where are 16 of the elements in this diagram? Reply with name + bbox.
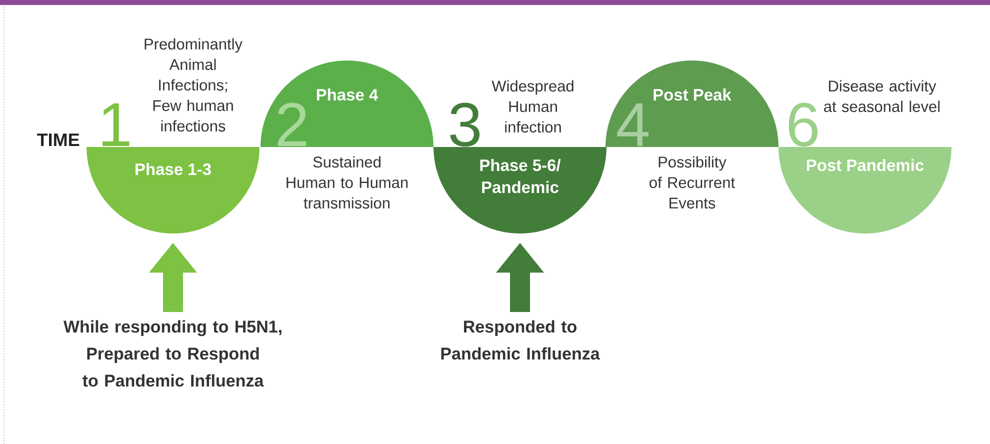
phase-semicircle: Post Pandemic: [778, 147, 952, 234]
axis-label: TIME: [37, 134, 80, 146]
phase-semicircle: 4 Post Peak: [606, 60, 778, 147]
phase-description: Possibility of Recurrent Events: [650, 156, 735, 209]
phase-description: Predominantly Animal Infections; Few human infections: [144, 38, 242, 132]
phase-semicircle: 2 Phase 4: [260, 60, 434, 147]
outcome-text: Responded to Pandemic Influenza: [441, 320, 600, 360]
phase-description: Widespread Human infection: [492, 80, 574, 133]
phase-number: 3: [450, 102, 480, 147]
phase-description: Sustained Human to Human transmission: [286, 156, 408, 209]
outcome-text: While responding to H5N1, Prepared to Respond to Pandemic Influenza: [63, 320, 282, 387]
phase-description: Disease activity at seasonal level: [824, 80, 940, 112]
phase-semicircle: Phase 1-3: [86, 147, 260, 234]
phase-number: 6: [788, 102, 818, 147]
phase-number: 1: [102, 103, 130, 146]
phase-semicircle: Phase 5-6/ Pandemic: [434, 147, 606, 234]
